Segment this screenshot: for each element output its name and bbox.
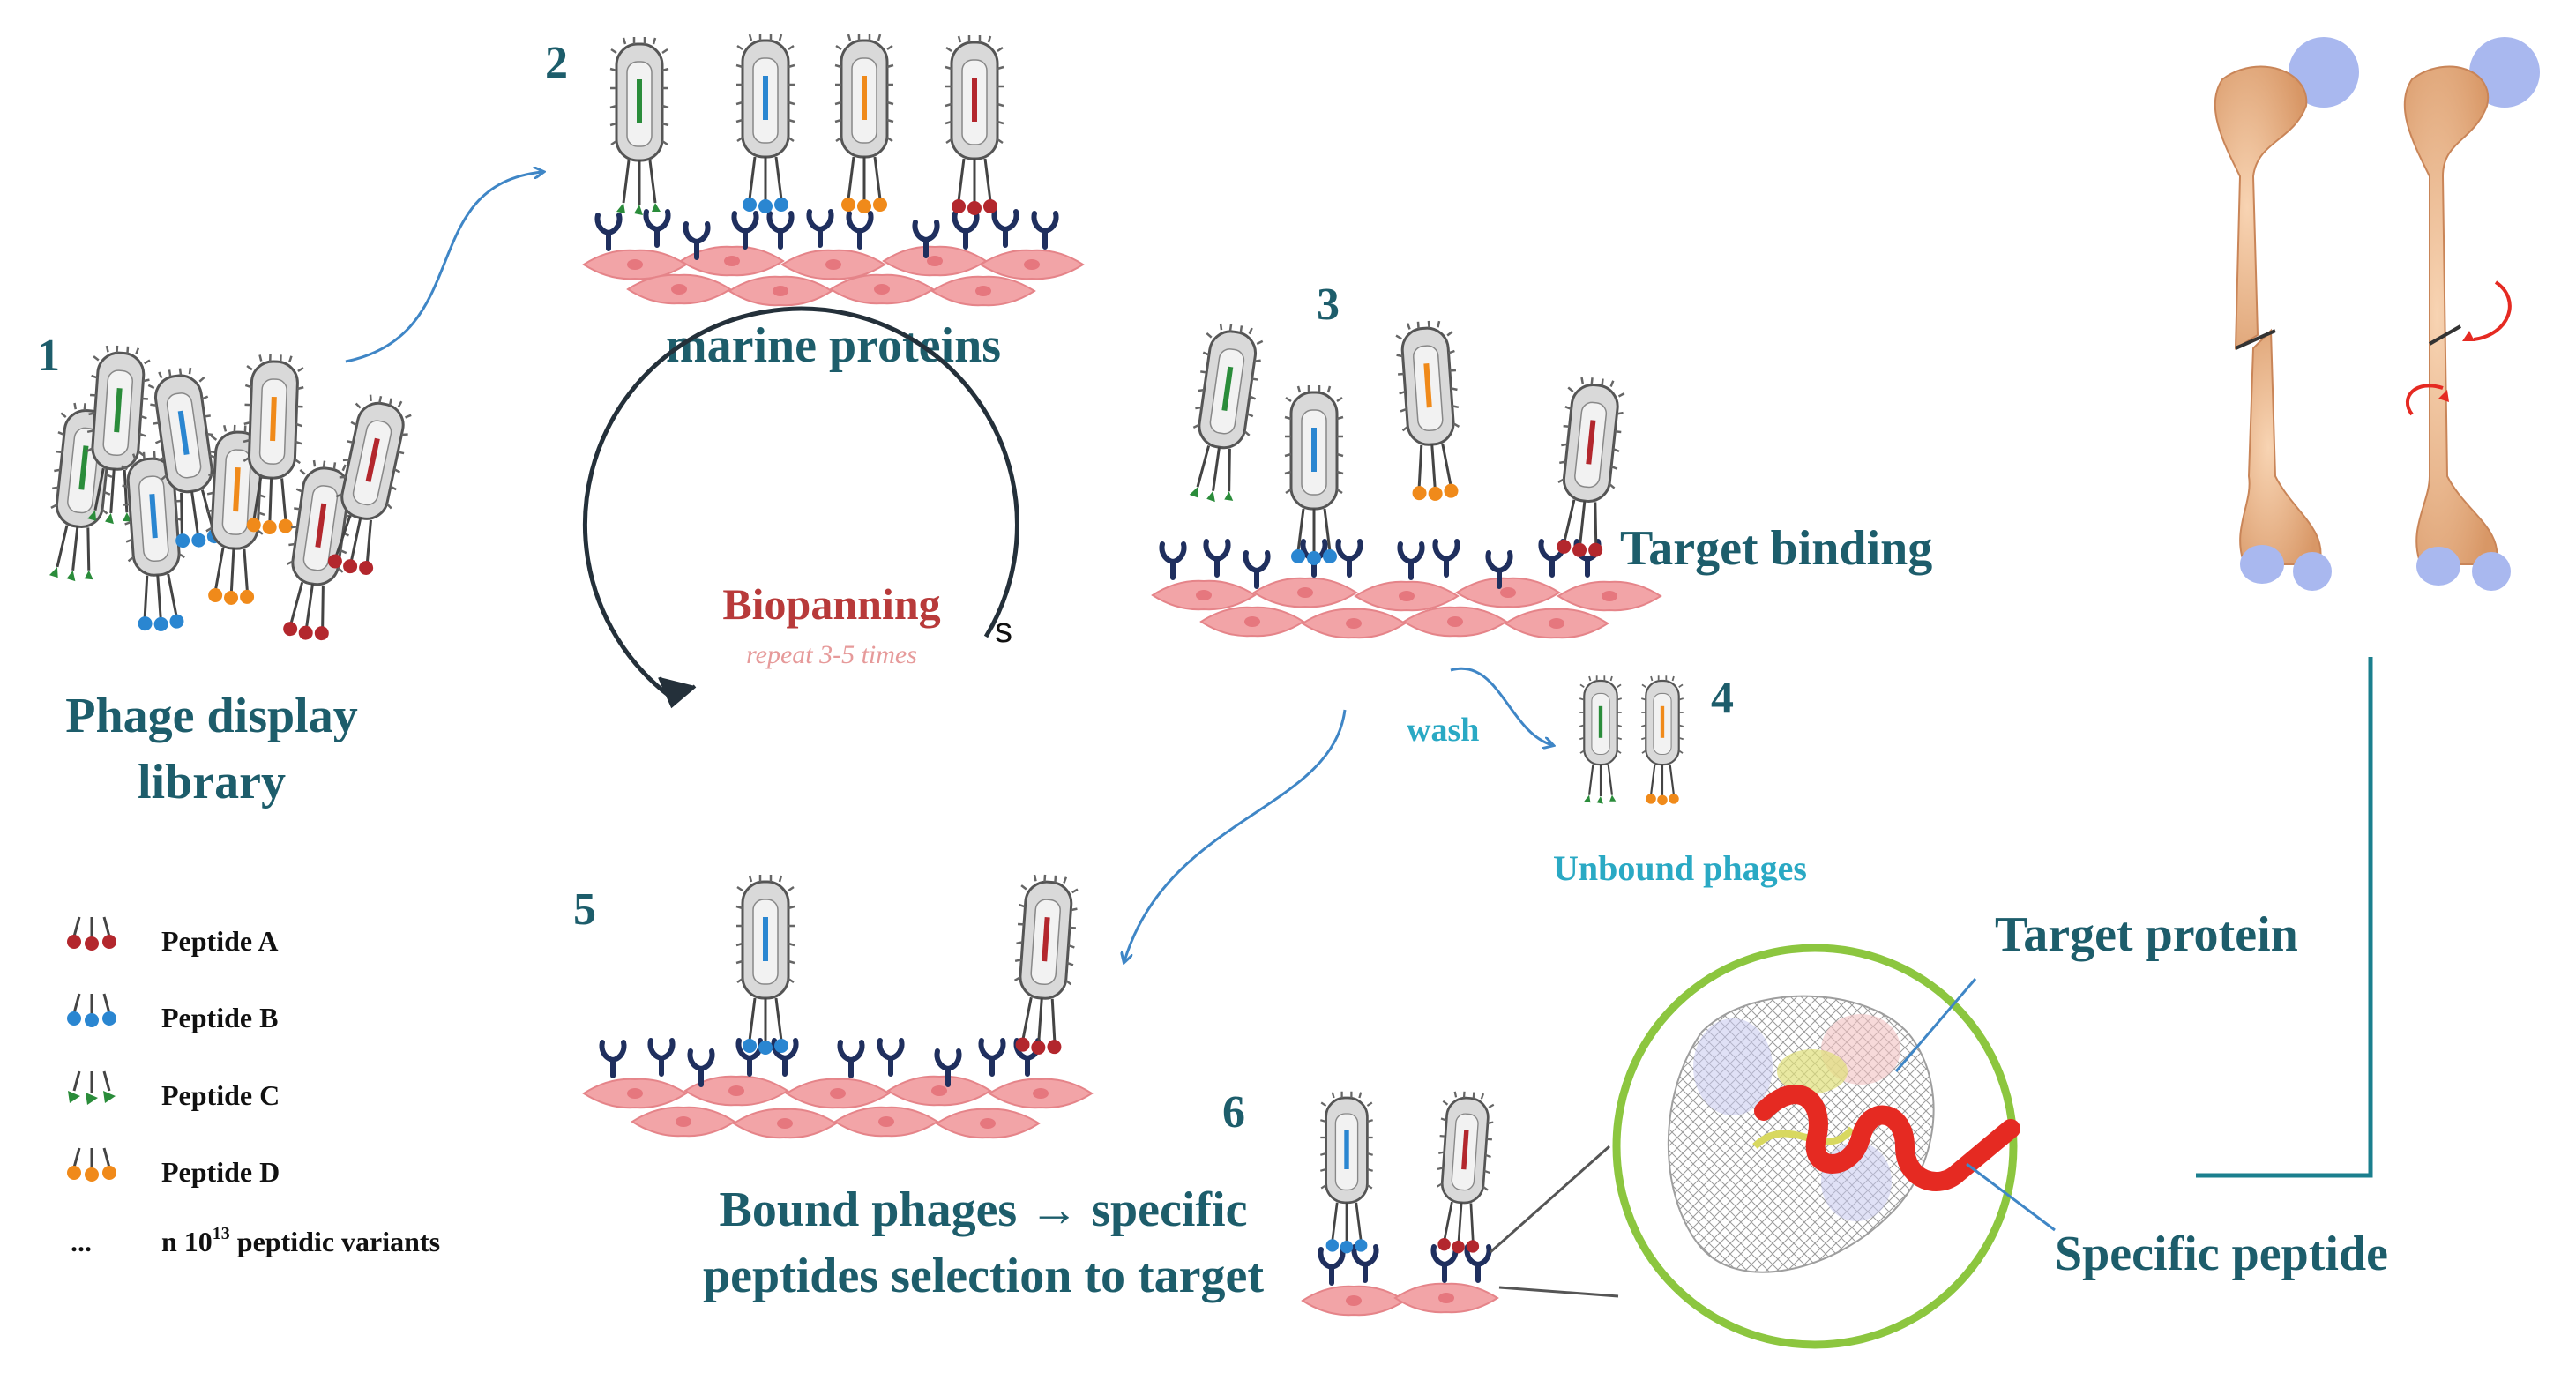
step5-phages: [735, 871, 1081, 1055]
biopanning-subtitle: repeat 3-5 times: [746, 640, 917, 669]
legend-footer-exponent: 13: [213, 1224, 230, 1243]
peptide-legend: Peptide A Peptide B Peptide C Peptide D: [67, 916, 280, 1188]
bound-phages-surface: [583, 1041, 1093, 1139]
legend-label: Peptide B: [161, 1002, 278, 1033]
cycle-stray-char: s: [995, 611, 1012, 650]
biopanning-title: Biopanning: [722, 579, 940, 629]
legend-label: Peptide D: [161, 1156, 280, 1188]
bone-connector-bracket: [2196, 657, 2373, 1178]
arrow-library-to-proteins: [345, 172, 542, 363]
legend-footer-prefix: n 10: [161, 1226, 213, 1257]
specific-peptide-label: Specific peptide: [2055, 1227, 2388, 1281]
legend-footer-suffix: peptidic variants: [230, 1226, 440, 1257]
legend-item-2: Peptide B: [67, 993, 278, 1033]
phage-library-cluster: [42, 342, 416, 641]
biopanning-cycle: Biopanning repeat 3-5 times s: [582, 306, 1019, 709]
specific-peptide-helix: [1754, 1085, 2020, 1191]
zoom-lines: [1490, 1145, 1619, 1298]
step3-phages: [1183, 317, 1628, 565]
legend-symbol: [67, 993, 116, 1027]
marine-proteins-surface: [583, 212, 1084, 307]
target-binding-label: Target binding: [1620, 521, 1932, 576]
step2-phages: [609, 32, 1005, 215]
library-title-line2: library: [138, 755, 286, 809]
legend-symbol: [67, 916, 116, 951]
target-protein-label: Target protein: [1995, 907, 2298, 962]
library-title-line1: Phage display: [65, 689, 357, 743]
arrow-wash: [1450, 667, 1552, 745]
step-6-number: 6: [1222, 1087, 1245, 1138]
legend-label: Peptide A: [161, 925, 278, 957]
cycle-arrowhead: [658, 676, 697, 709]
step-2-number: 2: [545, 38, 568, 88]
legend-label: Peptide C: [161, 1079, 280, 1111]
legend-symbol: [67, 1147, 116, 1182]
bone-healing: [2403, 37, 2540, 591]
bound-phages-line1: Bound phages → specific: [720, 1182, 1248, 1237]
legend-item-1: Peptide A: [67, 916, 278, 957]
cycle-arc: [582, 306, 1019, 698]
pointer-target-protein: [1894, 978, 1977, 1072]
bound-phages-line2: peptides selection to target: [703, 1249, 1264, 1303]
step-3-number: 3: [1317, 280, 1340, 330]
legend-item-4: Peptide D: [67, 1147, 280, 1188]
target-binding-surface: [1152, 541, 1661, 639]
legend-item-3: Peptide C: [68, 1070, 280, 1111]
step6-phages: [1318, 1088, 1497, 1254]
unbound-phages: [1579, 675, 1684, 806]
legend-footer-ellipsis: ...: [71, 1226, 92, 1257]
arrow-binding-to-bound: [1124, 709, 1347, 961]
legend-symbol: [68, 1070, 116, 1105]
legend-footer-variants: n 1013 peptidic variants: [161, 1224, 440, 1257]
step-5-number: 5: [573, 884, 596, 935]
pointer-specific-peptide: [1966, 1162, 2056, 1232]
zoom-circle: [1612, 944, 2020, 1349]
wash-label: wash: [1407, 712, 1479, 749]
step-4-number: 4: [1711, 673, 1734, 723]
unbound-phages-label: Unbound phages: [1553, 848, 1807, 888]
step6-surface: [1302, 1247, 1498, 1317]
step-1-number: 1: [37, 331, 60, 381]
bone-fractured: [2214, 37, 2359, 591]
